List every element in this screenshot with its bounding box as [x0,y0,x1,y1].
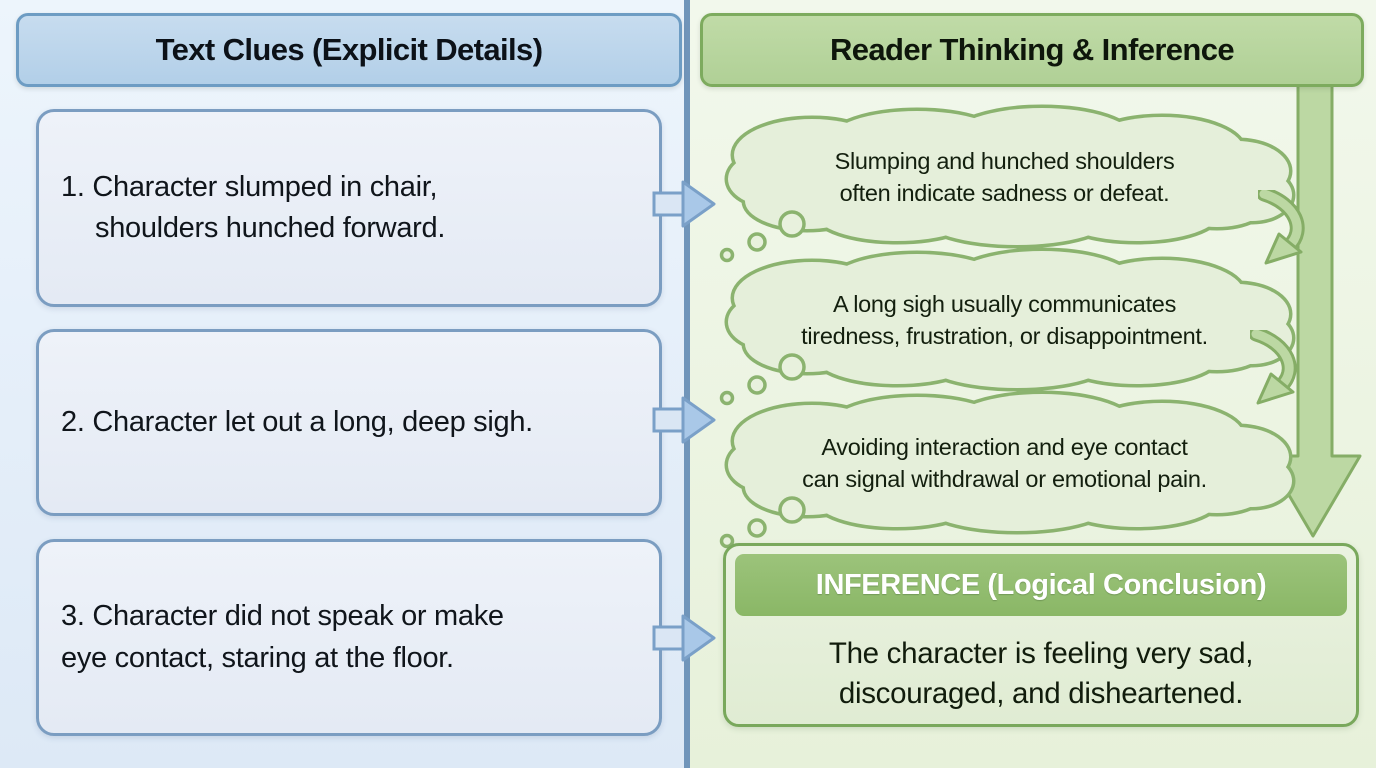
right-column-header: Reader Thinking & Inference [700,13,1364,87]
cloud-shape-icon [724,247,1296,392]
inference-header-label: INFERENCE (Logical Conclusion) [815,568,1267,601]
thought-cloud-2: A long sigh usually communicates tiredne… [712,246,1297,394]
cloud-shape-icon [724,104,1296,249]
inference-conclusion-text: The character is feeling very sad, disco… [828,636,1254,710]
left-column-title: Text Clues (Explicit Details) [155,32,543,67]
inference-conclusion-box: INFERENCE (Logical Conclusion) The chara… [723,543,1359,727]
right-column-title: Reader Thinking & Inference [829,32,1235,67]
thought-cloud-1: Slumping and hunched shoulders often ind… [712,103,1297,251]
curved-down-arrow-icon-2 [1250,330,1297,405]
thought-dots-icon-1 [719,210,806,263]
long-down-arrow-icon [1264,78,1362,538]
inference-thought-3: Avoiding interaction and eye contact can… [802,433,1207,492]
curved-down-arrow-icon-1 [1258,190,1305,265]
right-arrow-icon-1 [652,180,716,228]
thought-dots-icon-3 [719,496,806,549]
right-arrow-icon-2 [652,396,716,444]
text-clue-box-1: 1. Character slumped in chair, shoulders… [36,109,662,307]
inference-thought-2: A long sigh usually communicates tiredne… [801,290,1208,349]
thought-dots-icon-2 [719,353,806,406]
cloud-shape-icon [724,390,1296,535]
text-clue-box-2: 2. Character let out a long, deep sigh. [36,329,662,516]
inference-header: INFERENCE (Logical Conclusion) [735,554,1347,616]
text-clue-2: 2. Character let out a long, deep sigh. [61,405,533,438]
right-arrow-icon-3 [652,614,716,662]
text-clue-3: 3. Character did not speak or make eye c… [61,600,504,674]
thought-cloud-3: Avoiding interaction and eye contact can… [712,389,1297,537]
text-clue-box-3: 3. Character did not speak or make eye c… [36,539,662,736]
inference-thought-1: Slumping and hunched shoulders often ind… [834,147,1175,206]
column-divider [684,0,690,768]
left-column-header: Text Clues (Explicit Details) [16,13,682,87]
text-clue-1: 1. Character slumped in chair, shoulders… [61,170,446,244]
